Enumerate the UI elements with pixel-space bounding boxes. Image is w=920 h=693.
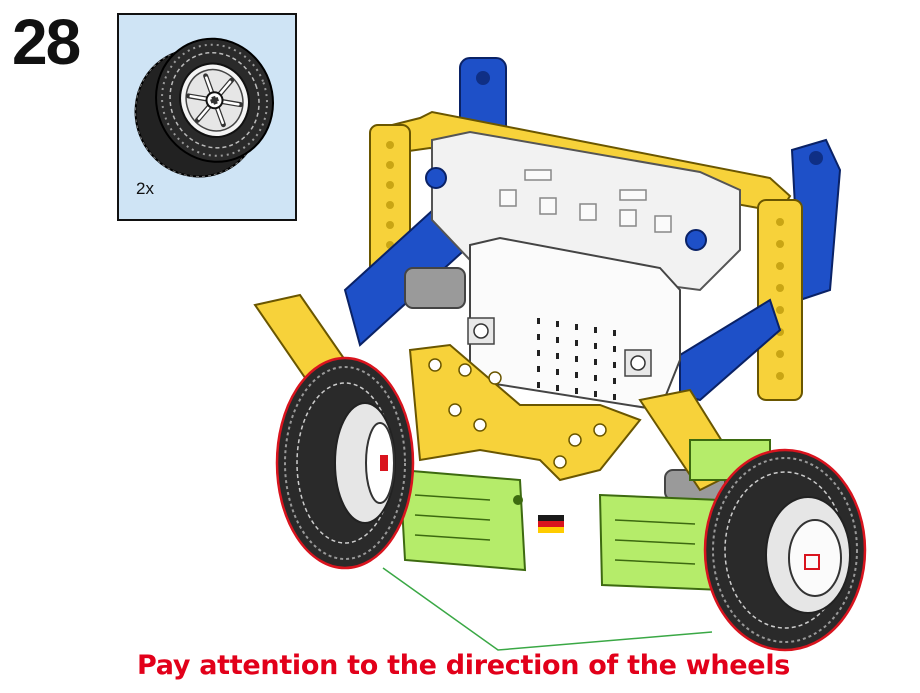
wheel-direction-caption: Pay attention to the direction of the wh… bbox=[137, 650, 791, 681]
parts-callout: 2x bbox=[117, 13, 297, 221]
direction-flag-icon bbox=[538, 515, 564, 533]
lime-block-right bbox=[598, 493, 724, 592]
blue-beam-right-side bbox=[679, 298, 782, 402]
pointer-lines bbox=[382, 567, 713, 651]
wheel-left bbox=[275, 356, 415, 570]
yellow-front-beams bbox=[408, 343, 642, 482]
part-quantity: 2x bbox=[136, 179, 154, 198]
grey-connector-left bbox=[404, 267, 466, 309]
microcontroller-board bbox=[467, 236, 681, 412]
wheel-right bbox=[703, 448, 867, 652]
step-number: 28 bbox=[12, 6, 81, 78]
lime-block-left bbox=[398, 468, 527, 572]
wheel-with-tire-icon bbox=[134, 37, 274, 178]
